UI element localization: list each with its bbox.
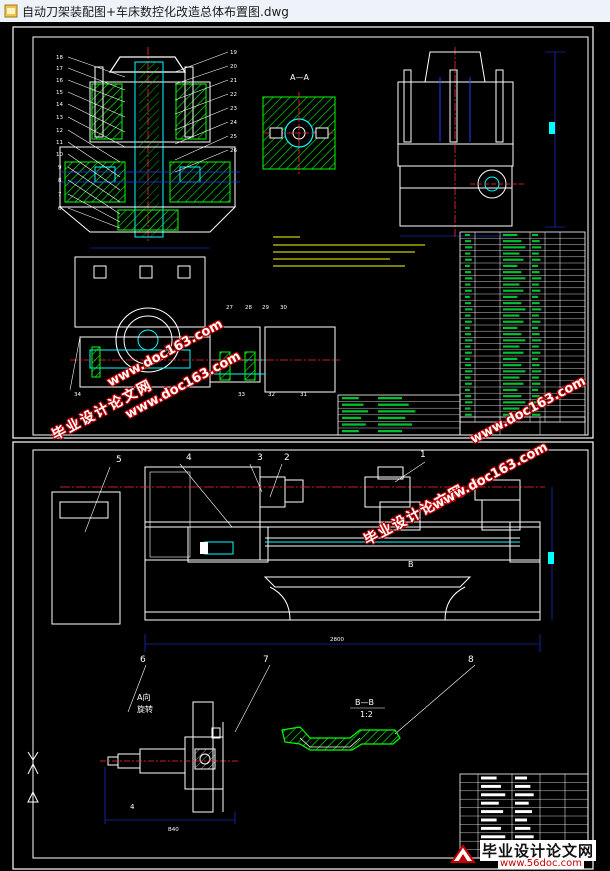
callout-14: 14 xyxy=(56,102,63,108)
window-title: 自动刀架装配图+车床数控化改造总体布置图.dwg xyxy=(22,4,289,19)
view-b-label: B xyxy=(408,560,414,569)
upper-sheet-frame xyxy=(12,26,594,439)
callout-19: 19 xyxy=(230,50,237,56)
dim-lathe-length: 2800 xyxy=(330,637,344,643)
view-a-line2: 旋转 xyxy=(137,704,153,714)
cad-drawing[interactable]: 18 17 16 15 14 13 12 11 10 9 8 7 6 19 20… xyxy=(0,22,610,871)
callout-11: 11 xyxy=(56,140,63,146)
callout-30: 30 xyxy=(280,305,287,311)
logo-mark-icon xyxy=(450,844,476,863)
callout-20: 20 xyxy=(230,64,237,70)
callout-12: 12 xyxy=(56,128,63,134)
callout-numbers-right: 19 20 21 22 23 24 25 26 xyxy=(230,50,237,154)
callout-layout-2: 2 xyxy=(284,453,290,463)
callout-detail-4: 4 xyxy=(130,803,135,811)
callout-22: 22 xyxy=(230,92,237,98)
callout-layout-3: 3 xyxy=(257,453,263,463)
site-logo: 毕业设计论文网 www.56doc.com xyxy=(446,840,610,871)
callout-31: 31 xyxy=(300,392,307,398)
view-a-line1: A向 xyxy=(137,692,150,702)
section-bb-label: B—B xyxy=(355,698,374,707)
callout-13: 13 xyxy=(56,115,63,121)
callout-16: 16 xyxy=(56,78,63,84)
tool-post-plan-view xyxy=(69,247,340,393)
callout-18: 18 xyxy=(56,55,63,61)
callout-24: 24 xyxy=(230,120,237,126)
dwg-file-icon xyxy=(4,4,18,18)
callout-32: 32 xyxy=(268,392,275,398)
callout-10: 10 xyxy=(56,152,63,158)
callout-layout-8: 8 xyxy=(468,655,474,665)
callout-28: 28 xyxy=(245,305,252,311)
callout-29: 29 xyxy=(262,305,269,311)
callout-9: 9 xyxy=(58,165,62,171)
callout-27: 27 xyxy=(226,305,233,311)
electrical-cabinet xyxy=(51,491,121,625)
section-bb-scale: 1:2 xyxy=(360,710,373,719)
parts-list-table xyxy=(459,231,586,423)
callout-numbers-left: 18 17 16 15 14 13 12 11 10 9 8 7 6 xyxy=(56,55,63,212)
callout-33: 33 xyxy=(238,392,245,398)
tool-post-section-view xyxy=(58,47,240,242)
callout-layout-7: 7 xyxy=(263,655,269,665)
section-aa-view: A—A xyxy=(262,73,336,174)
tool-post-detail-view: A向 旋转 4 B40 xyxy=(100,692,240,833)
upper-sheet-border xyxy=(32,36,589,436)
callout-labels-layout: 5 4 3 2 1 6 7 8 xyxy=(116,450,474,665)
callout-17: 17 xyxy=(56,66,63,72)
lower-sheet-frame xyxy=(12,441,594,870)
callout-6: 6 xyxy=(58,206,62,212)
window-titlebar: 自动刀架装配图+车床数控化改造总体布置图.dwg xyxy=(0,0,610,23)
tool-post-side-view xyxy=(397,47,565,237)
lower-sheet-border xyxy=(32,449,589,859)
logo-text: 毕业设计论文网 xyxy=(480,840,597,861)
callout-leaders xyxy=(67,51,229,229)
callout-layout-1: 1 xyxy=(420,450,426,460)
callout-15: 15 xyxy=(56,90,63,96)
callout-34: 34 xyxy=(74,392,81,398)
callout-26: 26 xyxy=(230,148,237,154)
callout-layout-6: 6 xyxy=(140,655,146,665)
callout-layout-4: 4 xyxy=(186,453,192,463)
dim-detail: B40 xyxy=(168,827,179,833)
callout-7: 7 xyxy=(58,192,62,198)
parts-list-table-lower xyxy=(337,394,586,436)
callout-25: 25 xyxy=(230,134,237,140)
callout-layout-5: 5 xyxy=(116,455,122,465)
callout-8: 8 xyxy=(58,178,62,184)
technical-requirements xyxy=(273,236,425,267)
section-bb-view: B—B 1:2 xyxy=(281,698,401,751)
callout-21: 21 xyxy=(230,78,237,84)
section-aa-label: A—A xyxy=(290,73,309,82)
logo-url: www.56doc.com xyxy=(498,858,585,869)
callout-23: 23 xyxy=(230,106,237,112)
cad-canvas[interactable]: 18 17 16 15 14 13 12 11 10 9 8 7 6 19 20… xyxy=(0,22,610,871)
ucs-icon xyxy=(27,751,39,822)
lathe-front-view: B 2800 xyxy=(60,466,554,652)
callout-numbers-lower: 27 28 29 30 31 32 33 34 xyxy=(74,305,307,398)
